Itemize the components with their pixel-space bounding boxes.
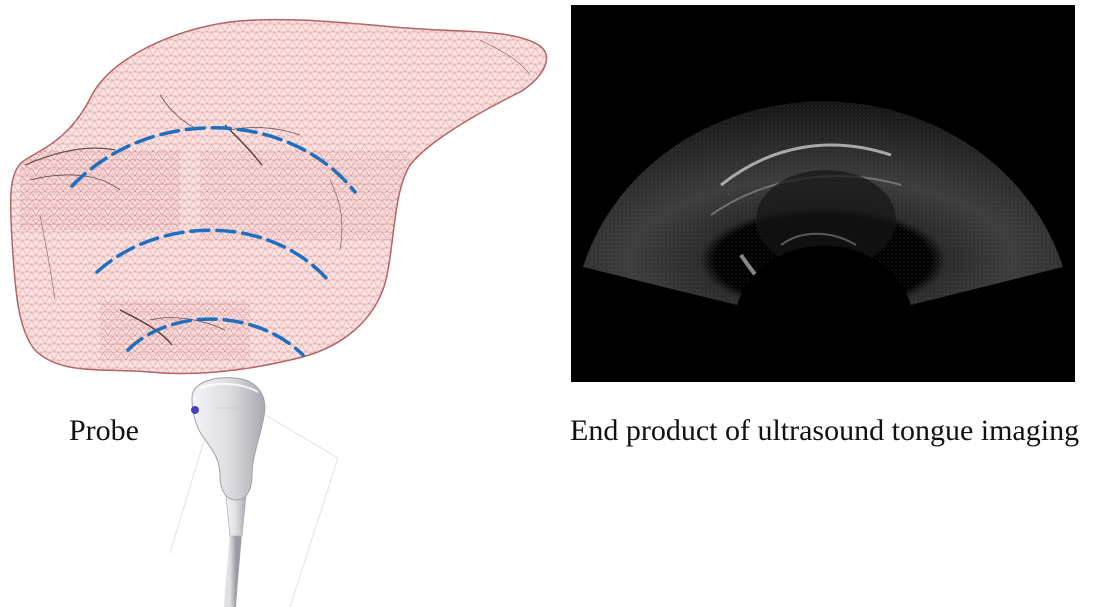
tongue-body — [0, 0, 560, 400]
ultrasound-fan-icon — [571, 5, 1075, 382]
ultrasound-probe-icon — [140, 368, 340, 607]
probe-button — [191, 406, 199, 414]
ultrasound-image-panel — [571, 5, 1075, 382]
probe-label: Probe — [69, 414, 139, 448]
result-label: End product of ultrasound tongue imaging — [570, 414, 1079, 448]
tongue-mesh-icon — [0, 0, 560, 400]
